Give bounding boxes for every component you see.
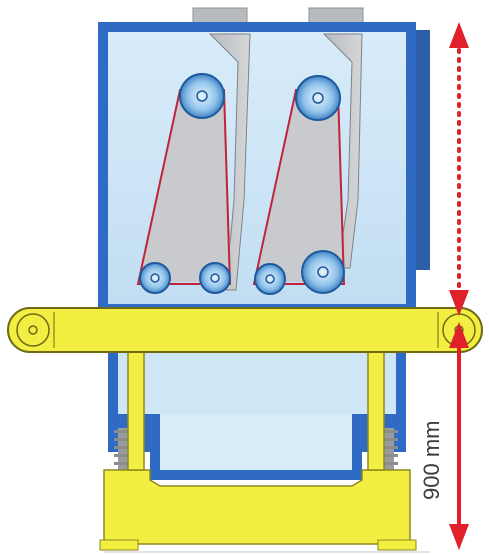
pulley-bottom-left-a	[139, 262, 171, 294]
pulley-bottom-right-small	[254, 263, 286, 295]
machine-base	[103, 469, 411, 545]
belt-arm-right	[256, 92, 344, 282]
base-foot-left	[99, 539, 139, 551]
dotted-dimension-arrow	[449, 22, 469, 316]
head-guide-left	[208, 33, 251, 291]
height-dimension-arrow	[449, 322, 469, 550]
belt-arm-left	[138, 92, 232, 282]
pulley-bottom-left-b	[199, 262, 231, 294]
base-foot-right	[377, 539, 417, 551]
pulley-top-left	[179, 73, 225, 119]
sanding-unit-left	[136, 73, 232, 294]
height-dimension-label: 900 mm	[419, 421, 444, 500]
pulley-top-right	[295, 75, 341, 121]
sanding-unit-right	[252, 75, 346, 295]
conveyor-belt	[7, 307, 483, 353]
conveyor-roller-left	[16, 313, 50, 347]
pulley-bottom-right-large	[301, 250, 345, 294]
